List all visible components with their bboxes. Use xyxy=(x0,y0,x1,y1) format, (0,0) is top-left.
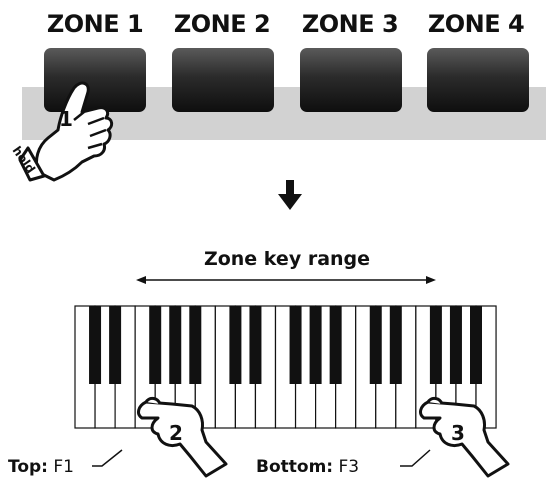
bottom-note-label: Bottom: xyxy=(256,457,333,477)
zone-1-label: ZONE 1 xyxy=(47,10,143,38)
black-key xyxy=(89,306,102,384)
black-key xyxy=(309,306,322,384)
black-key xyxy=(429,306,442,384)
zone-key-range-label: Zone key range xyxy=(204,248,370,270)
arrow-down-icon xyxy=(278,180,302,210)
zone-3-button[interactable] xyxy=(300,48,402,112)
top-note: Top: F1 xyxy=(8,457,74,477)
black-key xyxy=(229,306,242,384)
bottom-note-value: F3 xyxy=(333,457,359,477)
bottom-pointer-line xyxy=(400,449,431,467)
hand-press-icon xyxy=(419,396,510,478)
zone-1-button[interactable] xyxy=(44,48,146,112)
step-2-number: 2 xyxy=(169,421,183,445)
top-note-label: Top: xyxy=(8,457,48,477)
black-key xyxy=(449,306,462,384)
black-key xyxy=(189,306,202,384)
zone-2-button[interactable] xyxy=(172,48,274,112)
bottom-note: Bottom: F3 xyxy=(256,457,359,477)
zone-3-label: ZONE 3 xyxy=(302,10,398,38)
black-key xyxy=(169,306,182,384)
zone-4-button[interactable] xyxy=(427,48,529,112)
hand-press-icon xyxy=(18,81,114,182)
black-key xyxy=(389,306,402,384)
keyboard xyxy=(74,305,497,429)
black-key xyxy=(149,306,162,384)
black-key xyxy=(470,306,482,384)
zone-2-label: ZONE 2 xyxy=(174,10,270,38)
top-pointer-line xyxy=(92,449,123,467)
black-key xyxy=(289,306,302,384)
black-key xyxy=(329,306,342,384)
step-1-number: 1 xyxy=(59,107,73,131)
step-3-number: 3 xyxy=(451,421,465,445)
top-note-value: F1 xyxy=(48,457,74,477)
hand-press-icon xyxy=(137,396,228,478)
black-key xyxy=(249,306,262,384)
black-key xyxy=(369,306,382,384)
zone-4-label: ZONE 4 xyxy=(428,10,524,38)
double-arrow-icon xyxy=(136,276,436,284)
black-key xyxy=(109,306,122,384)
